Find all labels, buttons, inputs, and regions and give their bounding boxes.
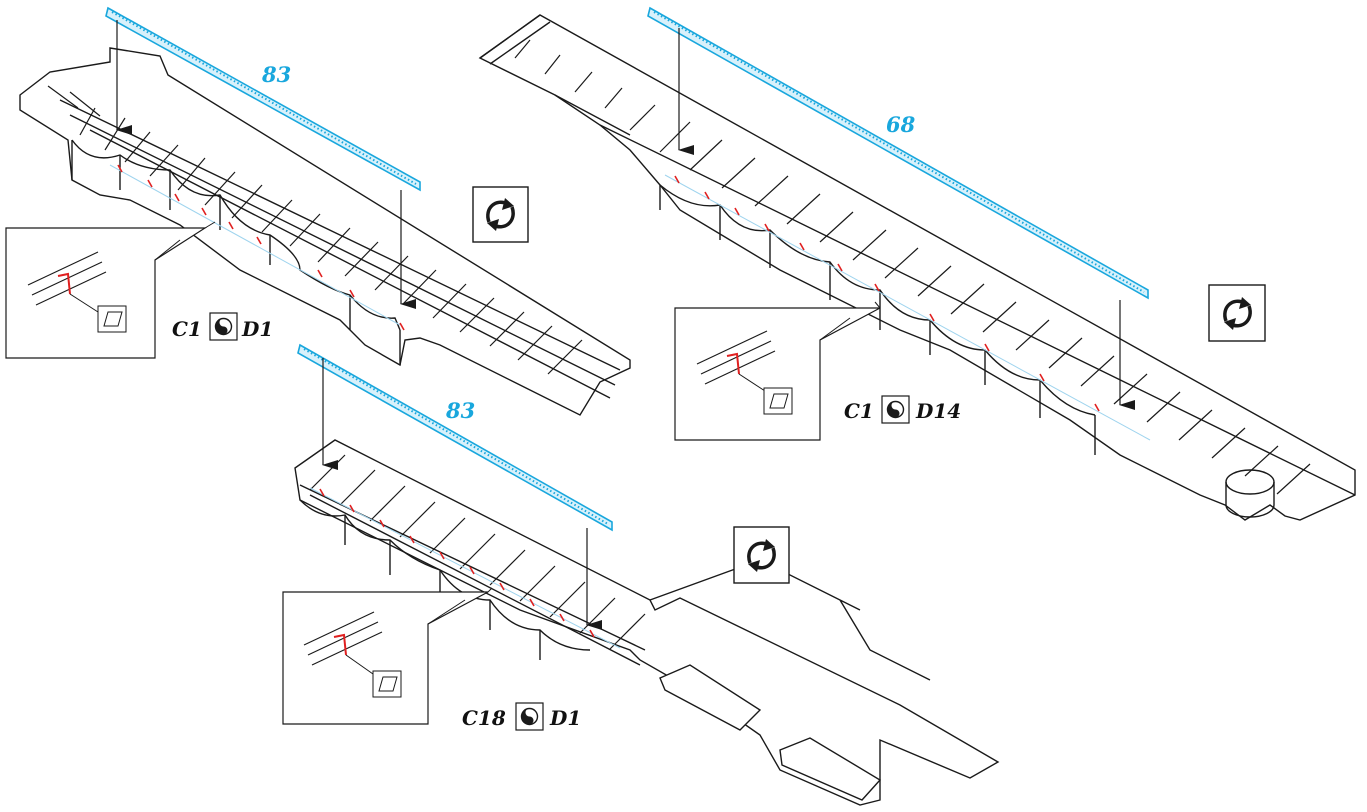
ref-right: D1 xyxy=(241,317,273,341)
ref-left: C18 xyxy=(462,706,506,730)
part-count-label: 68 xyxy=(886,112,916,137)
ref-left: C1 xyxy=(172,317,202,341)
step-3: 83 C18 D1 xyxy=(282,343,1000,806)
center-line-3 xyxy=(309,487,621,649)
step-2: 68 C1 D14 xyxy=(478,6,1356,521)
part-reference-3: C18 D1 xyxy=(462,702,581,731)
part-count-label: 83 xyxy=(445,398,475,423)
sleeper-ties-1 xyxy=(47,85,583,375)
sand-paper-icon xyxy=(372,670,402,698)
yin-yang-icon xyxy=(881,395,910,424)
ref-left: C1 xyxy=(844,399,874,423)
detail-callout-2 xyxy=(674,301,881,441)
rail-section-2 xyxy=(478,14,1356,521)
photo-etch-strip-2 xyxy=(647,6,1149,300)
detail-callout-3 xyxy=(282,587,493,725)
placement-arrows-2 xyxy=(678,28,1135,410)
rail-section-1 xyxy=(19,47,631,416)
center-line-1 xyxy=(109,164,405,331)
part-count-label: 83 xyxy=(261,62,291,87)
part-reference-1: C1 D1 xyxy=(172,312,273,341)
sleeper-ties-3 xyxy=(309,454,646,650)
sand-paper-icon xyxy=(763,387,793,415)
sand-paper-icon xyxy=(97,305,127,333)
placement-arrows-1 xyxy=(116,20,416,309)
ref-right: D1 xyxy=(549,706,581,730)
rail-section-3 xyxy=(294,439,1000,806)
yin-yang-icon xyxy=(209,312,238,341)
step-1: 83 C1 D1 xyxy=(5,6,631,416)
center-line-2 xyxy=(664,174,1151,441)
placement-arrows-3 xyxy=(322,358,602,630)
ref-right: D14 xyxy=(915,399,961,423)
yin-yang-icon xyxy=(515,702,544,731)
part-reference-2: C1 D14 xyxy=(844,395,961,424)
rotate-arrows-icon xyxy=(472,186,529,243)
detail-callout-1 xyxy=(5,221,216,359)
photo-etch-strip-3 xyxy=(297,343,613,532)
rotate-arrows-icon xyxy=(733,526,790,584)
photo-etch-strip-1 xyxy=(105,6,421,192)
rotate-arrows-icon xyxy=(1208,284,1266,342)
